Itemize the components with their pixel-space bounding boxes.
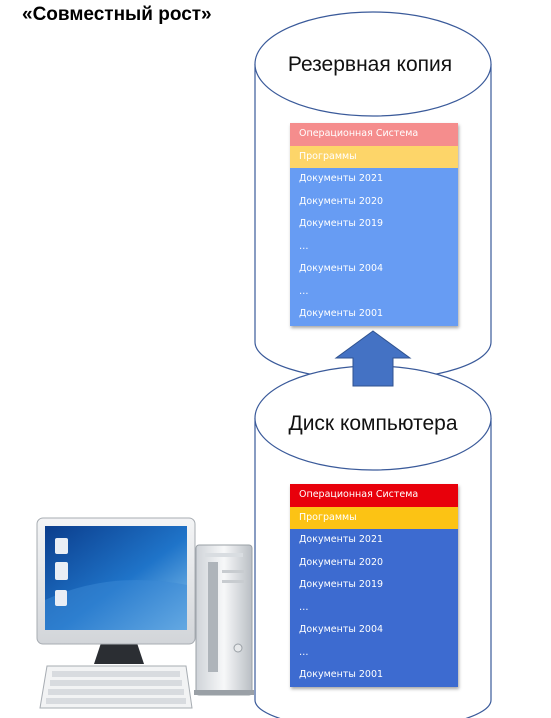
up-arrow-icon — [334, 330, 412, 387]
backup-row-doc: … — [290, 280, 458, 303]
disk-row-doc: … — [290, 596, 458, 619]
backup-row-doc: Документы 2001 — [290, 303, 458, 326]
disk-row-doc: Документы 2019 — [290, 574, 458, 597]
backup-row-doc: Документы 2021 — [290, 168, 458, 191]
disk-row-os: Операционная Система — [290, 484, 458, 507]
backup-row-os: Операционная Система — [290, 123, 458, 146]
disk-row-doc: Документы 2020 — [290, 551, 458, 574]
desktop-computer-icon — [36, 517, 254, 709]
disk-row-doc: Документы 2004 — [290, 619, 458, 642]
backup-label: Резервная копия — [288, 53, 452, 76]
diagram-title: «Совместный рост» — [22, 4, 212, 25]
disk-row-prog: Программы — [290, 506, 458, 529]
disk-row-doc: Документы 2021 — [290, 529, 458, 552]
backup-row-prog: Программы — [290, 145, 458, 168]
disk-row-doc: Документы 2001 — [290, 664, 458, 687]
disk-label: Диск компьютера — [288, 412, 457, 435]
disk-row-doc: … — [290, 641, 458, 664]
backup-row-doc: Документы 2004 — [290, 258, 458, 281]
backup-row-doc: … — [290, 235, 458, 258]
backup-row-doc: Документы 2019 — [290, 213, 458, 236]
backup-row-doc: Документы 2020 — [290, 190, 458, 213]
